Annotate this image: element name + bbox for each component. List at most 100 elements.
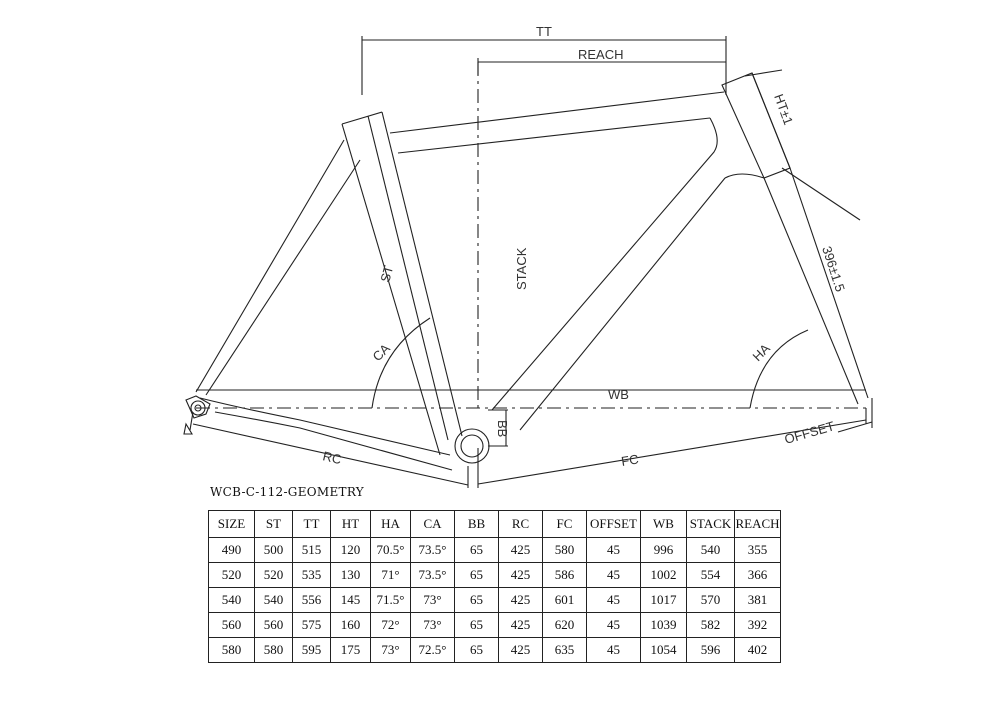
- chain-stay: [199, 397, 451, 456]
- table-header-row: SIZE ST TT HT HA CA BB RC FC OFFSET WB S…: [208, 510, 781, 538]
- table-cell: 515: [292, 537, 331, 563]
- table-cell: 1054: [640, 637, 687, 663]
- table-cell: 392: [734, 612, 781, 638]
- header-cell: ST: [254, 510, 293, 538]
- label-ha: HA: [750, 341, 774, 365]
- table-title: WCB-C-112-GEOMETRY: [210, 485, 365, 499]
- table-cell: 73.5°: [410, 562, 455, 588]
- table-cell: 535: [292, 562, 331, 588]
- table-cell: 560: [254, 612, 293, 638]
- table-cell: 73°: [370, 637, 411, 663]
- table-cell: 70.5°: [370, 537, 411, 563]
- header-cell: STACK: [686, 510, 735, 538]
- table-cell: 425: [498, 562, 543, 588]
- table-cell: 65: [454, 587, 499, 613]
- table-cell: 540: [686, 537, 735, 563]
- fc-dimension-line: [477, 419, 867, 485]
- label-rc: RC: [321, 448, 343, 467]
- table-cell: 620: [542, 612, 587, 638]
- table-cell: 160: [330, 612, 371, 638]
- table-row: 580 580 595 175 73° 72.5° 65 425 635 45 …: [208, 637, 781, 663]
- table-cell: 145: [330, 587, 371, 613]
- table-row: 490 500 515 120 70.5° 73.5° 65 425 580 4…: [208, 537, 781, 563]
- table-cell: 520: [208, 562, 255, 588]
- ca-angle-arc: [371, 317, 431, 409]
- table-cell: 580: [208, 637, 255, 663]
- label-ca: CA: [370, 341, 394, 365]
- table-cell: 72.5°: [410, 637, 455, 663]
- table-cell: 402: [734, 637, 781, 663]
- table-cell: 175: [330, 637, 371, 663]
- label-bb: BB: [495, 420, 510, 437]
- label-fork: 396±1.5: [819, 244, 848, 293]
- table-cell: 366: [734, 562, 781, 588]
- bottom-bracket: [454, 428, 490, 464]
- ha-angle-arc: [749, 329, 809, 409]
- table-cell: 540: [208, 587, 255, 613]
- table-cell: 120: [330, 537, 371, 563]
- table-cell: 45: [586, 587, 641, 613]
- header-cell: SIZE: [208, 510, 255, 538]
- table-cell: 580: [254, 637, 293, 663]
- header-cell: OFFSET: [586, 510, 641, 538]
- table-cell: 73.5°: [410, 537, 455, 563]
- header-cell: HT: [330, 510, 371, 538]
- table-cell: 425: [498, 587, 543, 613]
- table-cell: 45: [586, 537, 641, 563]
- table-row: 540 540 556 145 71.5° 73° 65 425 601 45 …: [208, 587, 781, 613]
- table-cell: 355: [734, 537, 781, 563]
- label-offset: OFFSET: [783, 418, 836, 447]
- fork-line: [763, 177, 859, 405]
- table-cell: 425: [498, 612, 543, 638]
- table-cell: 72°: [370, 612, 411, 638]
- label-stack: STACK: [514, 247, 529, 290]
- table-cell: 540: [254, 587, 293, 613]
- header-cell: BB: [454, 510, 499, 538]
- header-cell: TT: [292, 510, 331, 538]
- table-cell: 560: [208, 612, 255, 638]
- table-row: 560 560 575 160 72° 73° 65 425 620 45 10…: [208, 612, 781, 638]
- label-tt: TT: [536, 24, 552, 39]
- table-cell: 45: [586, 637, 641, 663]
- label-ht: HT±1: [771, 92, 796, 127]
- table-cell: 425: [498, 537, 543, 563]
- frame-geometry-drawing: TT REACH HT±1 STACK 396±1.5 ST CA HA WB …: [183, 24, 873, 488]
- table-cell: 582: [686, 612, 735, 638]
- table-row: 520 520 535 130 71° 73.5° 65 425 586 45 …: [208, 562, 781, 588]
- table-cell: 425: [498, 637, 543, 663]
- header-cell: CA: [410, 510, 455, 538]
- table-cell: 1017: [640, 587, 687, 613]
- table-cell: 500: [254, 537, 293, 563]
- table-cell: 65: [454, 637, 499, 663]
- table-cell: 490: [208, 537, 255, 563]
- down-tube: [491, 117, 718, 411]
- table-cell: 130: [330, 562, 371, 588]
- table-cell: 65: [454, 537, 499, 563]
- table-cell: 575: [292, 612, 331, 638]
- header-cell: HA: [370, 510, 411, 538]
- table-cell: 996: [640, 537, 687, 563]
- table-cell: 580: [542, 537, 587, 563]
- table-cell: 556: [292, 587, 331, 613]
- label-wb: WB: [608, 387, 629, 402]
- label-fc: FC: [620, 451, 639, 469]
- geometry-table: SIZE ST TT HT HA CA BB RC FC OFFSET WB S…: [208, 510, 781, 663]
- table-cell: 45: [586, 612, 641, 638]
- table-cell: 586: [542, 562, 587, 588]
- header-cell: RC: [498, 510, 543, 538]
- table-cell: 596: [686, 637, 735, 663]
- table-cell: 635: [542, 637, 587, 663]
- header-cell: WB: [640, 510, 687, 538]
- rear-dropout: [190, 400, 206, 416]
- table-cell: 381: [734, 587, 781, 613]
- table-cell: 601: [542, 587, 587, 613]
- label-st: ST: [377, 264, 396, 284]
- label-reach: REACH: [578, 47, 624, 62]
- table-cell: 520: [254, 562, 293, 588]
- table-cell: 71°: [370, 562, 411, 588]
- table-cell: 595: [292, 637, 331, 663]
- seat-stay: [195, 139, 345, 393]
- table-cell: 45: [586, 562, 641, 588]
- table-cell: 73°: [410, 587, 455, 613]
- seat-tube: [367, 115, 449, 441]
